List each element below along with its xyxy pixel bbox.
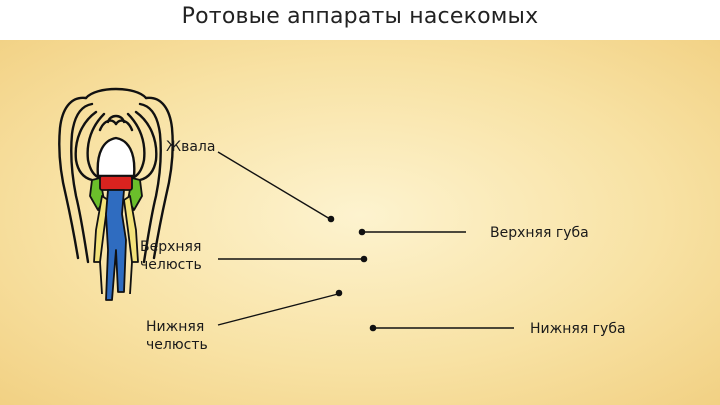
right-mandible-inner: [126, 112, 146, 180]
proboscis-blue: [105, 189, 127, 301]
connectors: [217, 151, 514, 332]
connector-labium-jaw-dot: [335, 289, 343, 297]
colored-mouthparts: [89, 175, 143, 301]
labrum-red: [99, 175, 133, 191]
right-antenna-inner: [138, 102, 162, 264]
clypeus: [96, 136, 136, 178]
right-antenna: [144, 96, 174, 260]
connector-mandibles: [217, 151, 331, 220]
right-mandible: [134, 110, 158, 182]
connector-mandibles-dot: [327, 215, 335, 223]
connector-lower-lip-dot: [369, 324, 377, 332]
label-maxilla: Верхняя челюсть: [140, 239, 202, 273]
connector-maxilla-dot: [360, 255, 368, 263]
label-mandibles: Жвала: [166, 139, 216, 155]
label-upper-lip: Верхняя губа: [490, 225, 589, 241]
left-antenna: [58, 96, 88, 260]
head-top: [84, 87, 148, 100]
left-mandible-inner: [86, 112, 106, 180]
left-mandible: [74, 110, 98, 182]
label-labium-jaw: Нижняя челюсть: [146, 319, 208, 353]
page-title: Ротовые аппараты насекомых: [181, 4, 539, 29]
title-bar: Ротовые аппараты насекомых: [0, 0, 720, 40]
insect-mouthparts-illustration: [58, 87, 174, 264]
left-antenna-inner: [70, 102, 94, 264]
connector-upper-lip-dot: [358, 228, 366, 236]
connector-labium-jaw: [217, 293, 339, 326]
label-lower-lip: Нижняя губа: [530, 321, 626, 337]
